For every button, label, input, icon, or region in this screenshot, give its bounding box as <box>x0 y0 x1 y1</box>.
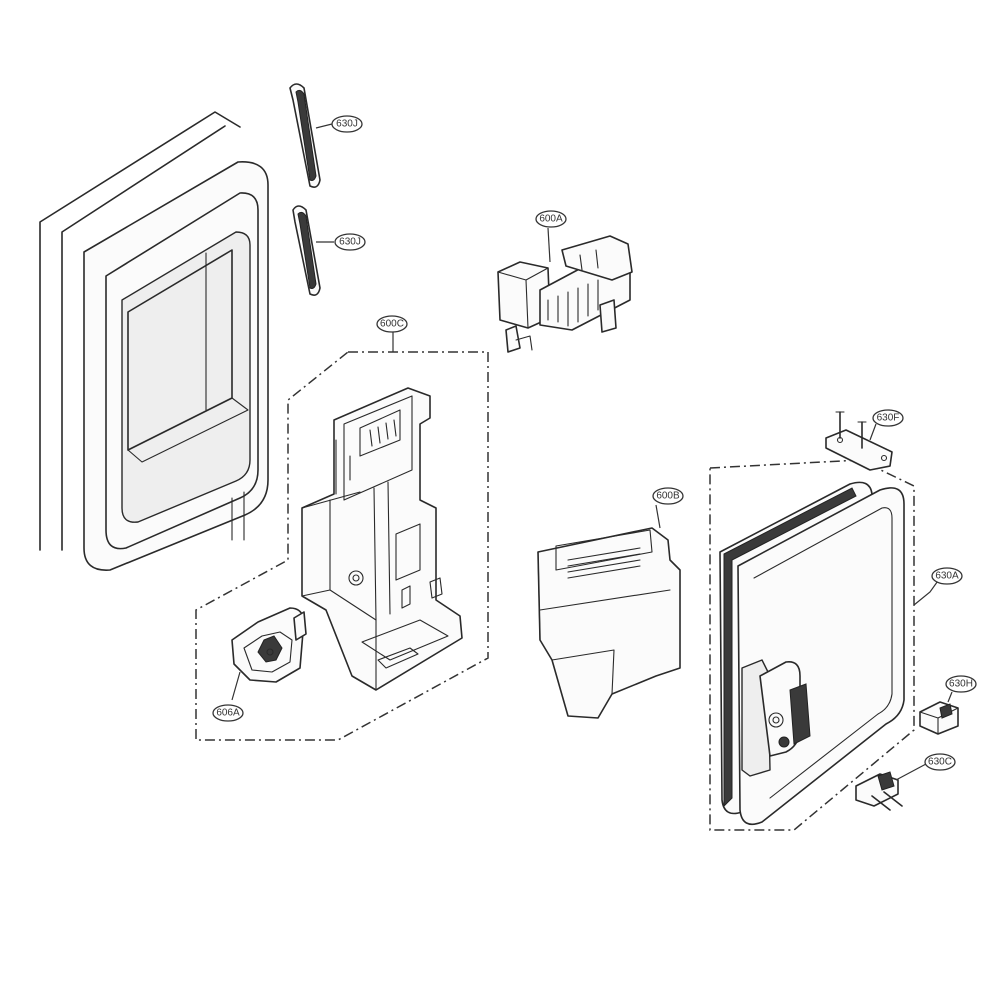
part-600A-icemaker <box>497 227 633 353</box>
label-600C: 600C <box>380 319 404 330</box>
door-with-dispenser-recess <box>39 111 269 571</box>
part-630H-bracket <box>919 691 959 735</box>
label-630C: 630C <box>928 757 952 768</box>
part-630J-top <box>289 83 333 188</box>
part-630F-hinge-bracket <box>825 411 893 471</box>
callout-606A: 606A <box>212 704 244 722</box>
label-630H: 630H <box>949 679 973 690</box>
part-630J-bottom <box>292 205 334 296</box>
callout-630F: 630F <box>872 409 904 427</box>
label-600A: 600A <box>539 214 563 225</box>
part-630A-dispenser-door <box>719 481 905 826</box>
part-606A-lever <box>231 607 307 701</box>
label-600B: 600B <box>656 491 680 502</box>
group-630A-boundary <box>709 459 915 831</box>
part-600C-dispenser-housing <box>301 387 463 691</box>
label-630A: 630A <box>935 571 959 582</box>
group-600C-boundary <box>195 351 489 741</box>
callout-600B: 600B <box>652 487 684 505</box>
label-606A: 606A <box>216 708 240 719</box>
callout-630A: 630A <box>931 567 963 585</box>
part-630C-lower-hinge <box>855 763 927 811</box>
label-630J-top: 630J <box>336 119 358 130</box>
part-600B-cover <box>537 504 681 719</box>
callout-630J-top: 630J <box>331 115 363 133</box>
label-630F: 630F <box>877 413 900 424</box>
callout-630C: 630C <box>924 753 956 771</box>
label-630J-bottom: 630J <box>339 237 361 248</box>
callout-600C: 600C <box>376 315 408 333</box>
callout-630J-bottom: 630J <box>334 233 366 251</box>
callout-600A: 600A <box>535 210 567 228</box>
callout-630H: 630H <box>945 675 977 693</box>
